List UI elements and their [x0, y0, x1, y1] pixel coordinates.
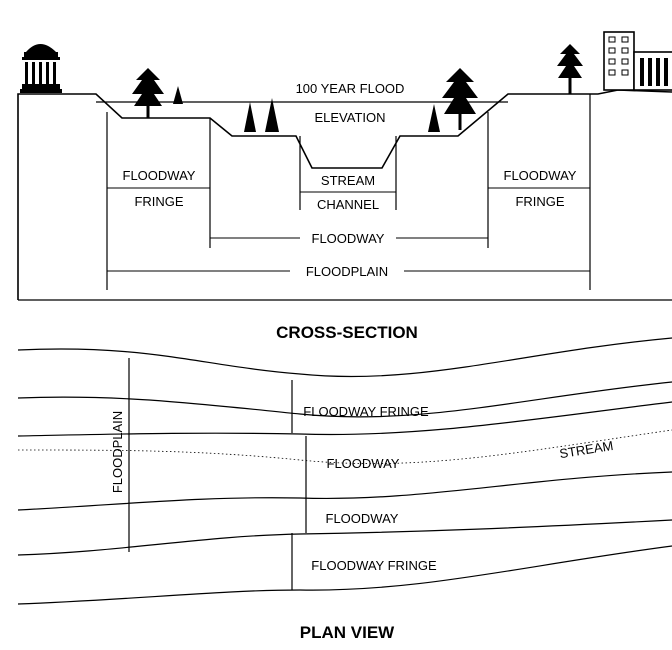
- floodplain-bottom-boundary: [17, 545, 672, 605]
- tree-icon: [244, 102, 256, 132]
- fringe-bottom-boundary: [17, 519, 672, 556]
- floodplain-top-boundary: [17, 337, 672, 378]
- tree-icon: [442, 68, 478, 130]
- cross-section-title: CROSS-SECTION: [276, 323, 418, 342]
- floodway-bottom-boundary: [17, 471, 672, 511]
- plan-view-title: PLAN VIEW: [300, 623, 395, 642]
- stream-channel-label-line1: STREAM: [321, 173, 375, 188]
- tree-icon: [132, 68, 164, 118]
- plan-fringe-top-label: FLOODWAY FRINGE: [303, 404, 429, 419]
- right-fringe-label-line1: FLOODWAY: [504, 168, 577, 183]
- left-fringe-label-line1: FLOODWAY: [123, 168, 196, 183]
- tree-icon: [428, 104, 440, 132]
- floodplain-label: FLOODPLAIN: [306, 264, 388, 279]
- tree-icon: [265, 98, 279, 132]
- plan-floodway-bottom-label: FLOODWAY: [326, 511, 399, 526]
- right-fringe-label-line2: FRINGE: [515, 194, 564, 209]
- tree-icon: [557, 44, 583, 94]
- plan-floodplain-label: FLOODPLAIN: [110, 411, 125, 493]
- fringe-top-boundary: [17, 381, 672, 418]
- floodway-label: FLOODWAY: [312, 231, 385, 246]
- flood-elevation-label-line1: 100 YEAR FLOOD: [296, 81, 405, 96]
- plan-stream-label: STREAM: [558, 438, 614, 461]
- floodway-top-boundary: [17, 401, 672, 437]
- plan-floodway-top-label: FLOODWAY: [327, 456, 400, 471]
- flood-elevation-label-line2: ELEVATION: [314, 110, 385, 125]
- stream-channel-label-line2: CHANNEL: [317, 197, 379, 212]
- cross-section: 100 YEAR FLOOD ELEVATION FLOODWAY FRINGE…: [17, 31, 672, 342]
- plan-view: FLOODPLAIN FLOODWAY FRINGE FLOODWAY STRE…: [17, 337, 672, 642]
- plan-fringe-bottom-label: FLOODWAY FRINGE: [311, 558, 437, 573]
- courthouse-icon: [20, 44, 62, 93]
- tree-icon: [173, 86, 183, 104]
- office-building-icon: [603, 31, 672, 91]
- left-fringe-label-line2: FRINGE: [134, 194, 183, 209]
